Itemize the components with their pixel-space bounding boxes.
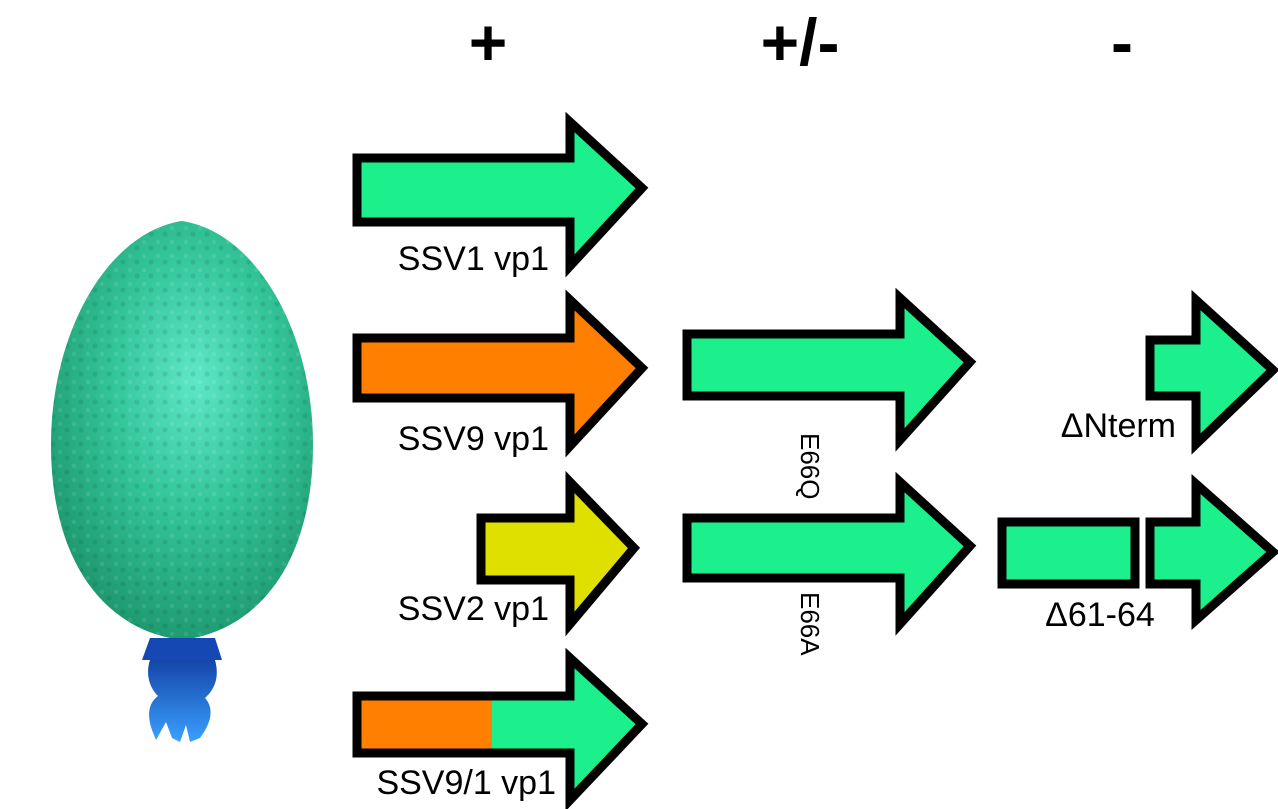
column-header-plus-minus: +/-: [761, 5, 840, 79]
e66a-arrow: [687, 482, 970, 624]
e66q-label: E66Q: [795, 433, 825, 500]
lemon-shaped-virion-icon: [51, 221, 313, 742]
delta-61-64-label: Δ61-64: [1045, 596, 1155, 634]
column-header-plus: +: [469, 5, 508, 79]
column-header-minus: -: [1111, 5, 1133, 79]
ssv9-1-vp1-label: SSV9/1 vp1: [376, 764, 556, 802]
ssv9-vp1-label: SSV9 vp1: [398, 420, 549, 458]
e66q-arrow: [687, 298, 970, 440]
e66a-label: E66A: [795, 592, 825, 656]
delta-nterm-label: ΔNterm: [1061, 407, 1176, 445]
ssv1-vp1-label: SSV1 vp1: [398, 240, 549, 278]
ssv2-vp1-label: SSV2 vp1: [398, 590, 549, 628]
